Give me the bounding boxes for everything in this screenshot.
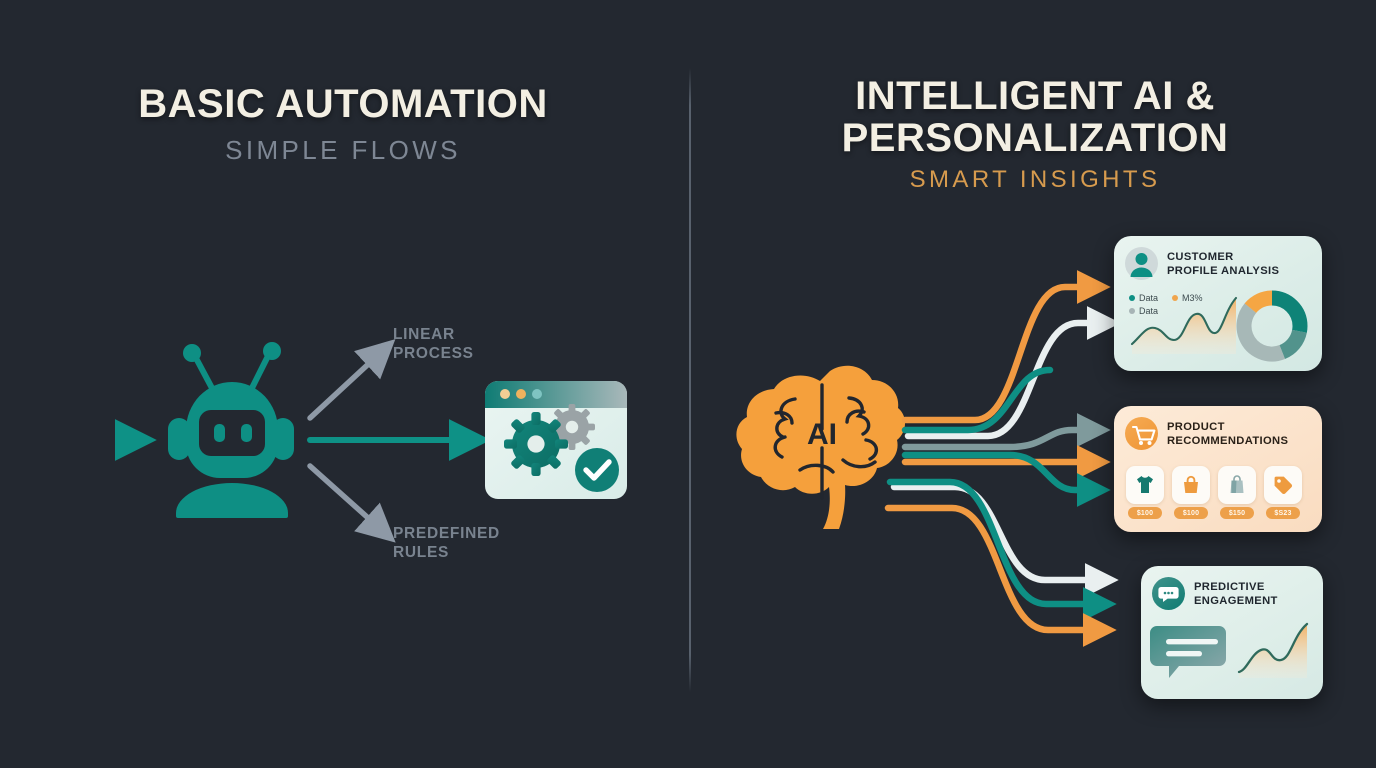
legend-item-0: Data (1129, 293, 1158, 303)
brain-icon: AI (736, 365, 906, 529)
robot-icon (168, 342, 294, 518)
product-price-2: $150 (1220, 507, 1254, 519)
right-panel-subtitle: SMART INSIGHTS (909, 166, 1161, 194)
panel-divider (689, 68, 691, 692)
product-tile-1[interactable]: $100 (1172, 466, 1210, 519)
flow-curve-4 (901, 413, 1111, 451)
card-2-title-line1: PRODUCT (1167, 420, 1225, 433)
product-price-0: $100 (1128, 507, 1162, 519)
window-dot-3 (532, 389, 542, 399)
legend-dot-2 (1129, 308, 1135, 314)
right-panel-heading: INTELLIGENT AI & PERSONALIZATION SMART I… (740, 74, 1330, 194)
product-tile-0[interactable]: $100 (1126, 466, 1164, 519)
flow-curve-6 (901, 451, 1111, 507)
label-linear-process: LINEAR PROCESS (393, 326, 474, 363)
card-1-title: CUSTOMER PROFILE ANALYSIS (1167, 250, 1279, 278)
branch-arrow-down (307, 463, 396, 543)
card-customer-profile-analysis[interactable]: CUSTOMER PROFILE ANALYSIS Data M3% Data (1114, 236, 1322, 371)
card-3-title: PREDICTIVE ENGAGEMENT (1194, 580, 1278, 608)
gear-icon-large (504, 412, 568, 476)
card-predictive-engagement[interactable]: PREDICTIVE ENGAGEMENT (1141, 566, 1323, 699)
product-tile-3[interactable]: $S23 (1264, 466, 1302, 519)
card-3-title-line1: PREDICTIVE (1194, 580, 1265, 593)
flow-curve-8 (886, 478, 1117, 621)
shopping-cart-icon (1125, 417, 1158, 450)
label-predefined-rules-line1: PREDEFINED (393, 525, 500, 542)
label-predefined-rules: PREDEFINED RULES (393, 525, 500, 562)
card-3-graphics (1150, 622, 1309, 678)
card-2-title-line2: RECOMMENDATIONS (1167, 434, 1289, 447)
legend-dot-0 (1129, 295, 1135, 301)
card-1-donut (1236, 290, 1308, 362)
flow-curve-7 (890, 483, 1119, 597)
right-panel-title-line1: INTELLIGENT AI & (855, 74, 1215, 118)
legend-label-2: Data (1139, 306, 1159, 316)
card-3-title-line2: ENGAGEMENT (1194, 594, 1278, 607)
label-linear-process-line1: LINEAR (393, 326, 455, 343)
legend-item-1: M3% (1172, 293, 1203, 303)
card-3-header: PREDICTIVE ENGAGEMENT (1141, 566, 1323, 610)
gear-icon-small (549, 404, 595, 450)
product-tile-2[interactable]: $150 (1218, 466, 1256, 519)
legend-dot-1 (1172, 295, 1179, 301)
card-1-charts (1130, 290, 1308, 362)
user-avatar-icon (1125, 247, 1158, 280)
product-tiles: $100 $100 $ (1126, 466, 1302, 519)
bubble-line-1 (1166, 639, 1218, 645)
product-price-1: $100 (1174, 507, 1208, 519)
card-1-legend: Data M3% Data (1129, 293, 1203, 319)
card-1-title-line2: PROFILE ANALYSIS (1167, 264, 1280, 277)
left-panel-heading: BASIC AUTOMATION SIMPLE FLOWS (48, 82, 638, 166)
price-tag-icon (1264, 466, 1302, 504)
branch-arrow-up (307, 339, 396, 421)
legend-item-2: Data (1129, 306, 1158, 316)
legend-label-1: M3% (1182, 293, 1203, 303)
card-1-header: CUSTOMER PROFILE ANALYSIS (1114, 236, 1322, 280)
label-linear-process-line2: PROCESS (393, 344, 474, 362)
bubble-line-2 (1166, 651, 1202, 657)
product-price-3: $S23 (1266, 507, 1300, 519)
card-3-sparkline (1237, 622, 1309, 678)
flow-curve-3 (901, 366, 1054, 434)
legend-label-0: Data (1139, 293, 1159, 303)
tshirt-icon (1126, 466, 1164, 504)
handbag-icon (1172, 466, 1210, 504)
left-panel-subtitle: SIMPLE FLOWS (225, 134, 461, 165)
flow-curve-1 (901, 270, 1111, 424)
flow-curve-9 (884, 504, 1117, 647)
brain-label: AI (807, 418, 837, 451)
card-2-title: PRODUCT RECOMMENDATIONS (1167, 420, 1288, 448)
left-panel-title: BASIC AUTOMATION (138, 82, 548, 126)
shopping-bag-icon (1218, 466, 1256, 504)
card-1-title-line1: CUSTOMER (1167, 250, 1234, 263)
right-panel-title-line2: PERSONALIZATION (841, 115, 1229, 160)
browser-window-icon (485, 381, 627, 499)
chat-message-bubble (1150, 626, 1226, 678)
card-2-header: PRODUCT RECOMMENDATIONS (1114, 406, 1322, 450)
check-circle-icon (575, 448, 619, 492)
window-dot-1 (500, 389, 510, 399)
card-product-recommendations[interactable]: PRODUCT RECOMMENDATIONS $100 (1114, 406, 1322, 532)
chat-bubble-icon (1152, 577, 1185, 610)
label-predefined-rules-line2: RULES (393, 543, 450, 561)
card-1-sparkline (1130, 296, 1238, 354)
window-dot-2 (516, 389, 526, 399)
flow-curve-2 (904, 306, 1121, 440)
